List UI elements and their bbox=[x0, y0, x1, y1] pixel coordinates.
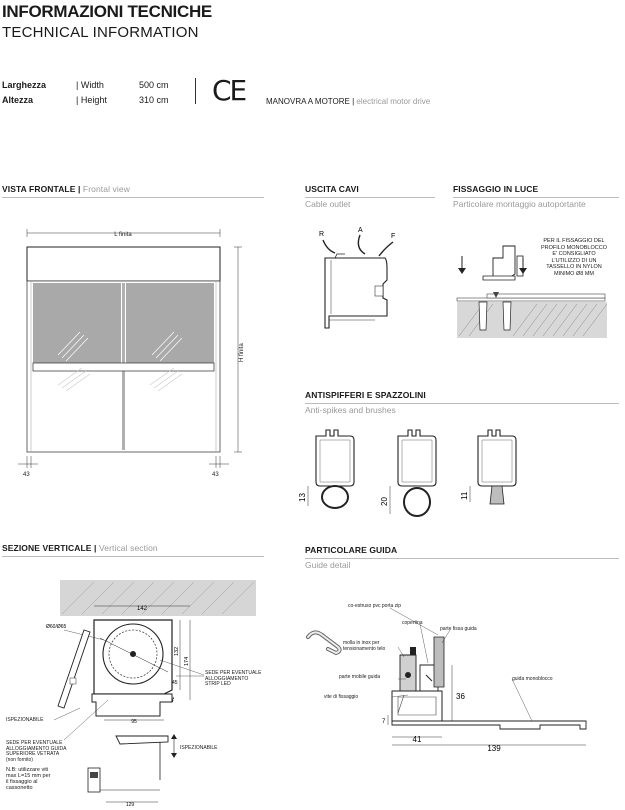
page-subtitle: TECHNICAL INFORMATION bbox=[2, 24, 199, 41]
vertical-section-drawing: 142 Ø60/Ø65 132 174 45 42 95 129 bbox=[46, 580, 256, 808]
width-value: 500 cm bbox=[139, 80, 169, 90]
svg-text:41: 41 bbox=[413, 735, 422, 744]
height-label-it: Altezza bbox=[2, 95, 34, 105]
front-view-title: VISTA FRONTALE | Frontal view bbox=[2, 184, 130, 194]
cable-outlet-title: USCITA CAVI bbox=[305, 184, 359, 194]
guide-detail-drawing: 36 7 41 139 bbox=[306, 607, 587, 753]
antispikes-subtitle: Anti-spikes and brushes bbox=[305, 405, 396, 415]
guide-detail-rule bbox=[305, 558, 619, 559]
svg-text:95: 95 bbox=[131, 719, 137, 725]
svg-text:174: 174 bbox=[184, 657, 190, 666]
front-view-drawing: L finita H finita 43 bbox=[18, 229, 245, 478]
ispezionabile-right: ISPEZIONABILE bbox=[180, 745, 218, 751]
fixing-drawing bbox=[456, 245, 608, 338]
width-label-en: | Width bbox=[76, 80, 104, 90]
guide-label-parte-fissa: parte fissa guida bbox=[440, 626, 477, 632]
dim-43-right: 43 bbox=[212, 472, 219, 478]
l-finita-label: L finita bbox=[114, 232, 132, 238]
motor-drive-label: MANOVRA A MOTORE | electrical motor driv… bbox=[266, 97, 431, 106]
guide-label-vite: vite di fissaggio bbox=[324, 694, 359, 700]
h-finita-label: H finita bbox=[239, 343, 245, 362]
page-title: INFORMAZIONI TECNICHE bbox=[2, 2, 212, 21]
cable-outlet-drawing: R A F bbox=[319, 227, 395, 329]
dim-43-left: 43 bbox=[23, 472, 30, 478]
vertical-section-rule bbox=[2, 556, 264, 557]
guide-detail-subtitle: Guide detail bbox=[305, 560, 351, 570]
svg-text:A: A bbox=[358, 227, 363, 234]
dim-20: 20 bbox=[380, 497, 389, 506]
dim-11: 11 bbox=[460, 491, 469, 500]
led-note: SEDE PER EVENTUALE ALLOGGIAMENTO STRIP L… bbox=[205, 670, 262, 688]
fixing-note: PER IL FISSAGGIO DEL PROFILO MONOBLOCCO … bbox=[540, 238, 607, 277]
svg-text:129: 129 bbox=[126, 802, 135, 808]
screw-note: N.B: utilizzare viti max L=15 mm per il … bbox=[6, 767, 51, 791]
front-view-rule bbox=[2, 197, 264, 198]
guide-detail-title: PARTICOLARE GUIDA bbox=[305, 545, 398, 555]
svg-text:139: 139 bbox=[487, 744, 501, 753]
glass-guide-note: SEDE PER EVENTUALE ALLOGGIAMENTO GUIDA S… bbox=[6, 740, 67, 763]
svg-text:7: 7 bbox=[382, 719, 386, 725]
svg-text:Ø60/Ø65: Ø60/Ø65 bbox=[46, 624, 67, 630]
spec-divider bbox=[195, 78, 196, 104]
fixing-title: FISSAGGIO IN LUCE bbox=[453, 184, 539, 194]
antispikes-title: ANTISPIFFERI E SPAZZOLINI bbox=[305, 390, 426, 400]
antispikes-drawing: 13 20 11 bbox=[298, 429, 517, 517]
svg-text:132: 132 bbox=[174, 647, 180, 656]
svg-text:F: F bbox=[391, 233, 395, 240]
guide-label-molla: molla in inox per tensionamento telo bbox=[343, 640, 386, 652]
fixing-rule bbox=[453, 197, 619, 198]
ce-mark-icon: CE bbox=[212, 74, 247, 107]
svg-text:42: 42 bbox=[170, 696, 176, 702]
guide-label-copertina: copertina bbox=[402, 620, 423, 626]
dim-13: 13 bbox=[298, 493, 307, 502]
svg-text:R: R bbox=[319, 231, 324, 238]
guide-label-coestruso: co-estruso pvc porta zip bbox=[348, 603, 402, 609]
height-label-en: | Height bbox=[76, 95, 107, 105]
svg-text:45: 45 bbox=[172, 680, 178, 686]
antispikes-rule bbox=[305, 403, 619, 404]
vertical-section-title: SEZIONE VERTICALE | Vertical section bbox=[2, 543, 158, 553]
svg-text:142: 142 bbox=[137, 606, 148, 612]
cable-outlet-subtitle: Cable outlet bbox=[305, 199, 351, 209]
guide-label-parte-mobile: parte mobile guida bbox=[339, 674, 381, 680]
cable-outlet-rule bbox=[305, 197, 435, 198]
svg-text:36: 36 bbox=[456, 692, 465, 701]
fixing-subtitle: Particolare montaggio autoportante bbox=[453, 199, 586, 209]
guide-label-monoblocco: guida monoblocco bbox=[512, 676, 553, 682]
ispezionabile-left: ISPEZIONABILE bbox=[6, 717, 44, 723]
height-value: 310 cm bbox=[139, 95, 169, 105]
width-label-it: Larghezza bbox=[2, 80, 47, 90]
